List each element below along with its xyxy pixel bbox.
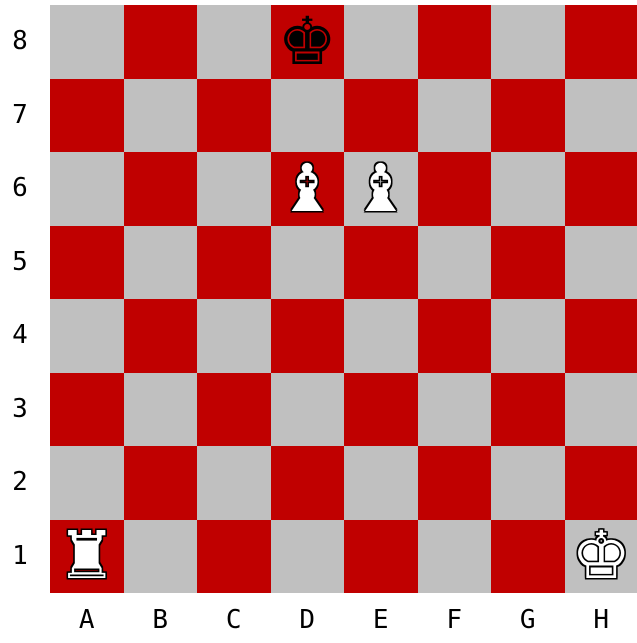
square-c8[interactable] <box>197 5 271 79</box>
file-label-f: F <box>418 600 492 640</box>
square-h8[interactable] <box>565 5 637 79</box>
square-e4[interactable] <box>344 299 418 373</box>
square-f8[interactable] <box>418 5 492 79</box>
file-label-g: G <box>491 600 565 640</box>
square-c2[interactable] <box>197 446 271 520</box>
square-d3[interactable] <box>271 373 345 447</box>
rank-label-5: 5 <box>0 226 40 300</box>
square-a7[interactable] <box>50 79 124 153</box>
black-king-icon[interactable]: ♚ <box>278 9 337 75</box>
square-f5[interactable] <box>418 226 492 300</box>
file-label-d: D <box>271 600 345 640</box>
rank-label-8: 8 <box>0 5 40 79</box>
square-f1[interactable] <box>418 520 492 594</box>
square-g6[interactable] <box>491 152 565 226</box>
square-g2[interactable] <box>491 446 565 520</box>
square-b1[interactable] <box>124 520 198 594</box>
square-d1[interactable] <box>271 520 345 594</box>
square-g5[interactable] <box>491 226 565 300</box>
square-c5[interactable] <box>197 226 271 300</box>
square-a1[interactable]: ♜ <box>50 520 124 594</box>
square-e5[interactable] <box>344 226 418 300</box>
square-e1[interactable] <box>344 520 418 594</box>
square-c1[interactable] <box>197 520 271 594</box>
square-g7[interactable] <box>491 79 565 153</box>
square-b8[interactable] <box>124 5 198 79</box>
chess-board: ♚ ♝♝ ♜ ♚ <box>50 5 637 593</box>
file-label-a: A <box>50 600 124 640</box>
square-b7[interactable] <box>124 79 198 153</box>
square-d2[interactable] <box>271 446 345 520</box>
square-b2[interactable] <box>124 446 198 520</box>
white-rook-icon[interactable]: ♜ <box>57 523 116 589</box>
square-e6[interactable]: ♝ <box>344 152 418 226</box>
square-e2[interactable] <box>344 446 418 520</box>
white-king-icon[interactable]: ♚ <box>572 523 631 589</box>
square-h1[interactable]: ♚ <box>565 520 637 594</box>
rank-label-6: 6 <box>0 152 40 226</box>
square-a8[interactable] <box>50 5 124 79</box>
rank-label-1: 1 <box>0 520 40 594</box>
white-bishop-icon[interactable]: ♝ <box>278 156 337 222</box>
square-g8[interactable] <box>491 5 565 79</box>
square-h2[interactable] <box>565 446 637 520</box>
square-c7[interactable] <box>197 79 271 153</box>
square-h3[interactable] <box>565 373 637 447</box>
square-g3[interactable] <box>491 373 565 447</box>
square-e3[interactable] <box>344 373 418 447</box>
square-f7[interactable] <box>418 79 492 153</box>
square-d5[interactable] <box>271 226 345 300</box>
rank-label-4: 4 <box>0 299 40 373</box>
square-f4[interactable] <box>418 299 492 373</box>
rank-label-7: 7 <box>0 79 40 153</box>
square-g1[interactable] <box>491 520 565 594</box>
square-d7[interactable] <box>271 79 345 153</box>
square-b3[interactable] <box>124 373 198 447</box>
square-a2[interactable] <box>50 446 124 520</box>
square-h7[interactable] <box>565 79 637 153</box>
square-h6[interactable] <box>565 152 637 226</box>
square-d8[interactable]: ♚ <box>271 5 345 79</box>
square-f3[interactable] <box>418 373 492 447</box>
square-c3[interactable] <box>197 373 271 447</box>
file-label-h: H <box>565 600 637 640</box>
square-b5[interactable] <box>124 226 198 300</box>
square-a5[interactable] <box>50 226 124 300</box>
square-h4[interactable] <box>565 299 637 373</box>
square-d6[interactable]: ♝ <box>271 152 345 226</box>
square-c6[interactable] <box>197 152 271 226</box>
square-d4[interactable] <box>271 299 345 373</box>
square-e8[interactable] <box>344 5 418 79</box>
square-f2[interactable] <box>418 446 492 520</box>
rank-label-3: 3 <box>0 373 40 447</box>
file-label-b: B <box>124 600 198 640</box>
square-c4[interactable] <box>197 299 271 373</box>
square-g4[interactable] <box>491 299 565 373</box>
square-b4[interactable] <box>124 299 198 373</box>
white-bishop-icon[interactable]: ♝ <box>351 156 410 222</box>
rank-label-2: 2 <box>0 446 40 520</box>
file-label-e: E <box>344 600 418 640</box>
square-a6[interactable] <box>50 152 124 226</box>
square-a3[interactable] <box>50 373 124 447</box>
square-a4[interactable] <box>50 299 124 373</box>
file-label-c: C <box>197 600 271 640</box>
square-h5[interactable] <box>565 226 637 300</box>
square-b6[interactable] <box>124 152 198 226</box>
square-e7[interactable] <box>344 79 418 153</box>
square-f6[interactable] <box>418 152 492 226</box>
